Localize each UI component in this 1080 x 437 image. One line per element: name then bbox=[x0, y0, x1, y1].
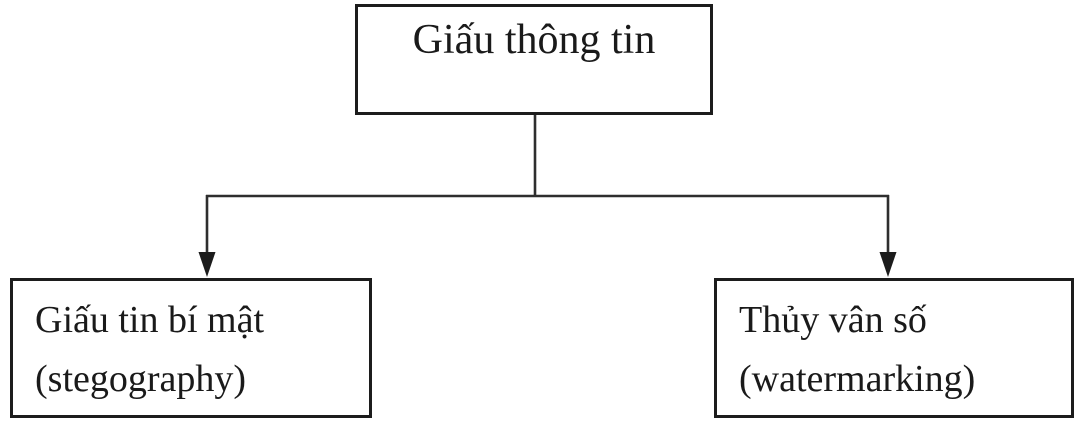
node-label-line2: (watermarking) bbox=[739, 358, 976, 400]
diagram-node-root: Giấu thông tin bbox=[355, 4, 713, 115]
arrowhead-down-icon bbox=[198, 252, 216, 277]
diagram-node-steganography: Giấu tin bí mật (stegography) bbox=[10, 278, 372, 418]
node-label-line1: Thủy vân số bbox=[739, 299, 927, 341]
node-label: Giấu thông tin bbox=[412, 17, 656, 63]
node-label-line2: (stegography) bbox=[35, 358, 247, 400]
diagram-node-watermarking: Thủy vân số (watermarking) bbox=[714, 278, 1074, 418]
arrowhead-down-icon bbox=[879, 252, 897, 277]
node-label-line1: Giấu tin bí mật bbox=[35, 299, 265, 341]
